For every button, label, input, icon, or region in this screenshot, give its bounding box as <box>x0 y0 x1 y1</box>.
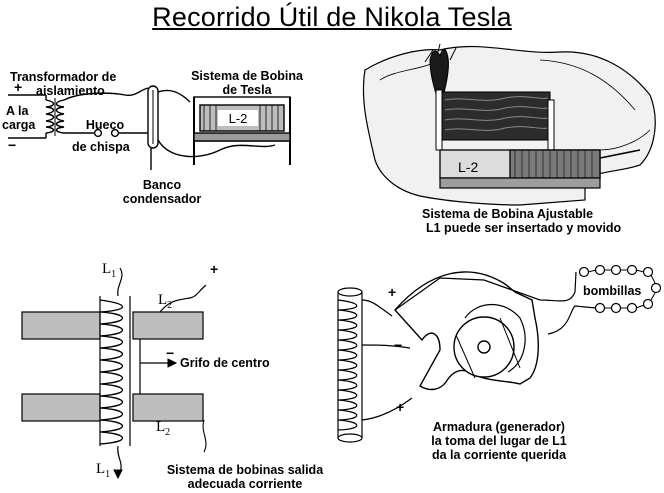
load-label-line2: carga <box>2 118 36 132</box>
l1-top-subscript: 1 <box>111 269 117 280</box>
l2-bottom-subscript: 2 <box>165 427 171 438</box>
adjustable-coil-caption-line2: L1 puede ser insertado y movido <box>426 221 622 235</box>
armature-panel <box>337 264 662 443</box>
diagram-title: Recorrido Útil de Nikola Tesla <box>152 2 512 32</box>
tesla-coil-tag: L-2 <box>229 111 248 126</box>
spark-gap-left <box>93 128 103 138</box>
armature-caption-line1: Armadura (generador) <box>433 420 565 434</box>
adjustable-coil-panel <box>362 43 656 206</box>
adjustable-coil-tag: L-2 <box>458 159 478 175</box>
center-tap-plus-sign: + <box>210 261 219 277</box>
l1-bottom-subscript: 1 <box>105 469 111 480</box>
transformer-label: Transformador de aislamiento <box>10 70 116 98</box>
tesla-circuit-panel <box>8 85 291 170</box>
armature-caption-line2: la toma del lugar de L1 <box>431 434 567 448</box>
load-label: A la carga <box>2 104 35 132</box>
spark-gap-label-line1: Hueco <box>85 118 125 132</box>
transformer-coil-left <box>45 99 55 134</box>
upper-slab-right <box>132 311 204 340</box>
center-tap-minus-sign: − <box>166 345 175 361</box>
upper-slab-left <box>21 311 101 340</box>
l1-helix <box>99 299 123 445</box>
capacitor-bank-label-line1: Banco <box>142 178 182 192</box>
bulbs-label: bombillas <box>583 284 642 298</box>
armature-coil-winding <box>337 299 358 431</box>
transformer-label-line2: aislamiento <box>36 84 105 98</box>
center-tap-caption: Sistema de bobinas salida adecuada corri… <box>150 463 340 491</box>
transformer-label-line1: Transformador de <box>10 70 117 84</box>
adjustable-coil-caption-line1: Sistema de Bobina Ajustable <box>422 207 594 221</box>
l1-top-letter: L <box>102 261 112 277</box>
l2-bottom-label: L2 <box>156 420 170 440</box>
center-tap-panel <box>21 267 207 480</box>
tesla-coil-label: Sistema de Bobina de Tesla <box>182 69 312 97</box>
l2-top-subscript: 2 <box>167 300 173 311</box>
lower-slab-left <box>21 393 101 422</box>
armature-minus-sign: − <box>394 337 403 353</box>
l1-bottom-letter: L <box>96 461 106 477</box>
l2-bottom-letter: L <box>156 419 166 435</box>
center-tap-label: Grifo de centro <box>180 356 270 370</box>
tesla-coil-label-line2: de Tesla <box>222 83 272 97</box>
armature-caption: Armadura (generador) la toma del lugar d… <box>404 420 594 462</box>
load-minus-sign: − <box>8 137 17 153</box>
center-tap-caption-line2: adecuada corriente <box>187 477 303 491</box>
spark-gap-label: Hueco <box>70 118 140 132</box>
load-label-line1: A la <box>6 104 29 118</box>
armature-plus-bottom: + <box>396 399 405 415</box>
capacitor-bank-label-line2: condensador <box>122 192 202 206</box>
adjustable-coil-caption: Sistema de Bobina Ajustable L1 puede ser… <box>422 207 621 235</box>
lower-slab-right <box>132 393 204 422</box>
spark-gap-label-2: de chispa <box>72 140 130 154</box>
spark-gap-right <box>110 128 120 138</box>
armature-caption-line3: da la corriente querida <box>431 448 567 462</box>
center-tap-caption-line1: Sistema de bobinas salida <box>166 463 324 477</box>
tesla-coil-label-line1: Sistema de Bobina <box>191 69 303 83</box>
load-plus-sign: + <box>14 79 23 95</box>
l1-bottom-label: L1 <box>96 462 110 482</box>
capacitor-bank <box>147 85 159 149</box>
l2-top-letter: L <box>158 292 168 308</box>
transformer-coil-right <box>55 99 65 134</box>
l1-top-label: L1 <box>102 262 116 282</box>
capacitor-bank-label: Banco condensador <box>112 178 212 206</box>
l2-top-label: L2 <box>158 293 172 313</box>
armature-plus-top: + <box>388 284 397 300</box>
